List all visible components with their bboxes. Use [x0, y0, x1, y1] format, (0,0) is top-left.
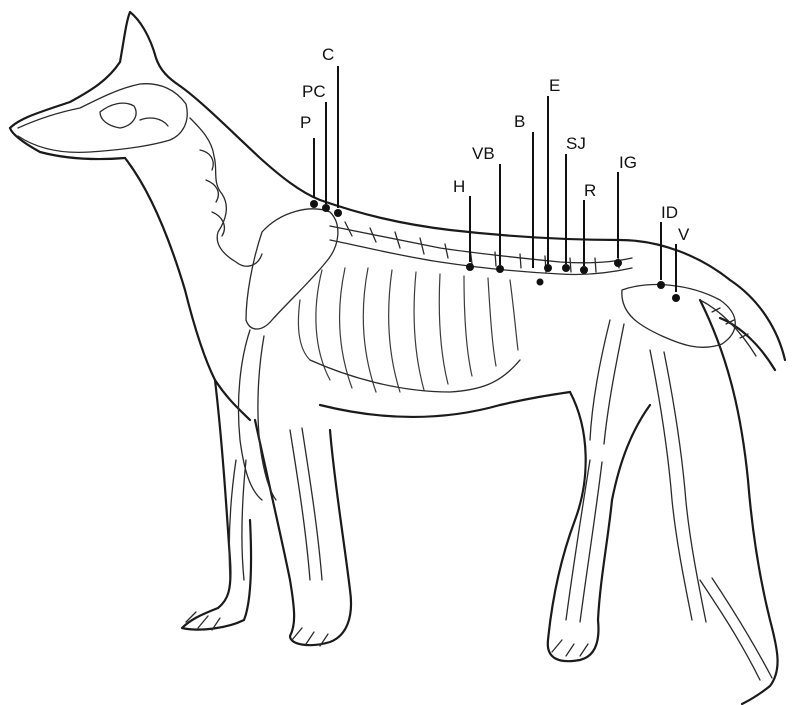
label-IG: IG [619, 153, 637, 172]
label-E: E [549, 76, 560, 95]
label-PC: PC [302, 82, 326, 101]
acupoint-labels: C PC P E B VB SJ H R IG ID V [300, 45, 690, 244]
label-P: P [300, 113, 311, 132]
label-H: H [453, 177, 465, 196]
point-C [334, 209, 342, 217]
label-ID: ID [661, 203, 678, 222]
label-R: R [584, 181, 596, 200]
body-outline [10, 12, 785, 704]
point-V [672, 294, 680, 302]
point-IG [614, 259, 622, 267]
point-VB [496, 265, 504, 273]
point-E [544, 264, 552, 272]
label-VB: VB [472, 144, 495, 163]
point-R [580, 266, 588, 274]
point-PC [322, 204, 330, 212]
point-B [537, 279, 544, 286]
label-B: B [514, 112, 525, 131]
point-H [466, 263, 474, 271]
point-SJ [562, 264, 570, 272]
skeleton [18, 84, 772, 680]
label-C: C [322, 45, 334, 64]
label-V: V [678, 225, 690, 244]
point-P [310, 200, 318, 208]
point-ID [657, 281, 665, 289]
label-SJ: SJ [566, 134, 586, 153]
